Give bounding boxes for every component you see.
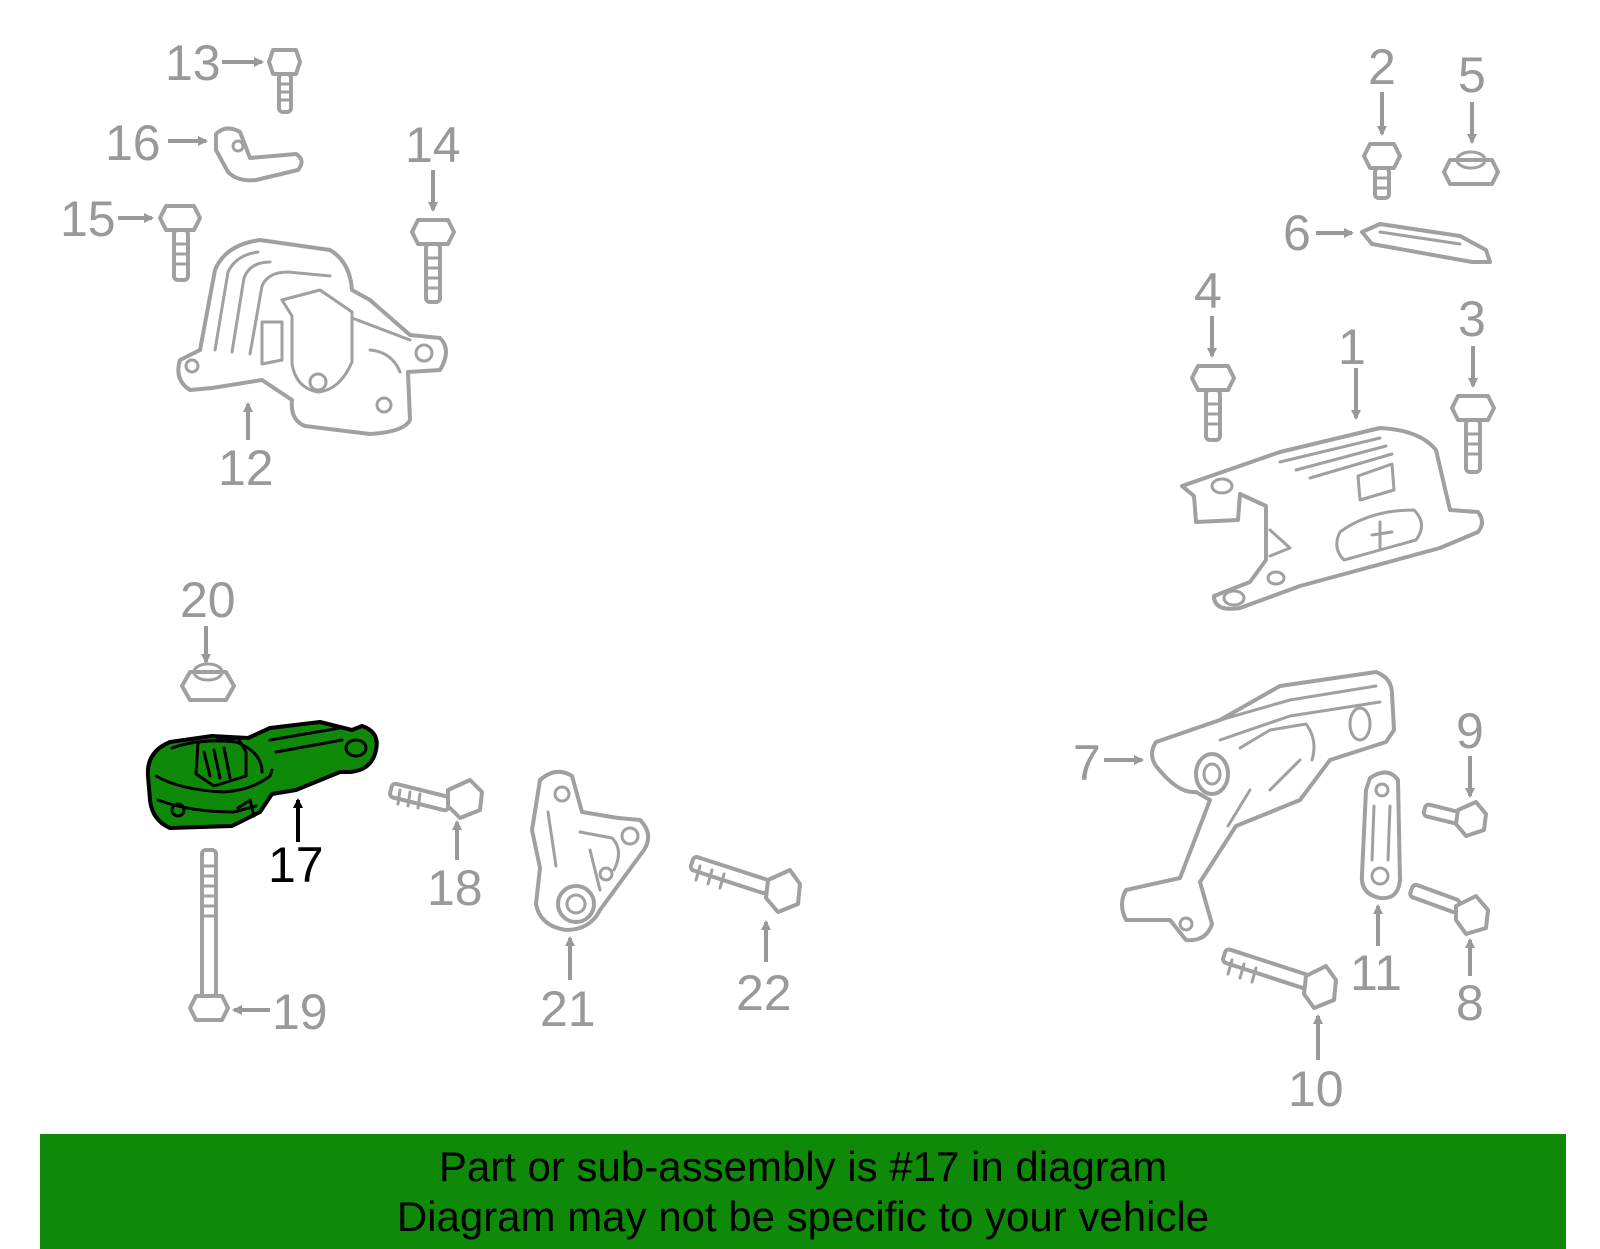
callout-6[interactable]: 6 [1283,205,1311,261]
callout-2[interactable]: 2 [1368,39,1396,95]
bolt-8[interactable] [1408,882,1490,936]
callout-15[interactable]: 15 [60,191,116,247]
callout-20[interactable]: 20 [180,572,236,628]
bracket-21[interactable] [530,769,651,932]
info-banner: Part or sub-assembly is #17 in diagram D… [40,1134,1566,1249]
engine-mount-1[interactable] [1180,426,1484,611]
callout-18[interactable]: 18 [427,860,483,916]
callout-21[interactable]: 21 [540,981,596,1037]
callout-5[interactable]: 5 [1458,47,1486,103]
callout-19[interactable]: 19 [272,984,328,1040]
callout-4[interactable]: 4 [1194,263,1222,319]
callout-14[interactable]: 14 [405,117,461,173]
stud-bolt-19[interactable] [188,848,230,1022]
callout-22[interactable]: 22 [736,965,792,1021]
bracket-16[interactable] [214,126,304,183]
banner-line-2: Diagram may not be specific to your vehi… [396,1193,1210,1240]
bolt-9[interactable] [1421,800,1488,838]
callout-17[interactable]: 17 [268,837,324,893]
callout-16[interactable]: 16 [105,115,161,171]
nut-20[interactable] [180,662,236,702]
bolt-18[interactable] [388,778,484,820]
bolt-2[interactable] [1362,142,1402,200]
bolt-15[interactable] [158,204,202,282]
callout-12[interactable]: 12 [218,440,274,496]
nut-5[interactable] [1442,150,1500,186]
bolt-13[interactable] [267,48,302,114]
callout-10[interactable]: 10 [1288,1061,1344,1117]
bolt-14[interactable] [410,218,456,304]
bolt-10[interactable] [1221,947,1338,1010]
strap-6[interactable] [1360,222,1492,264]
callout-1[interactable]: 1 [1338,319,1366,375]
bolt-3[interactable] [1450,394,1496,474]
callout-3[interactable]: 3 [1458,291,1486,347]
callout-11[interactable]: 11 [1350,945,1402,1001]
engine-mount-12[interactable] [176,238,448,436]
bolt-22[interactable] [688,855,802,914]
link-11[interactable] [1359,770,1402,901]
banner-line-1: Part or sub-assembly is #17 in diagram [438,1143,1168,1190]
callout-13[interactable]: 13 [165,35,221,91]
bracket-7[interactable] [1120,670,1396,943]
torque-strut-17[interactable] [145,720,379,830]
callout-9[interactable]: 9 [1456,703,1484,759]
callout-8[interactable]: 8 [1456,975,1484,1031]
bolt-4[interactable] [1190,364,1236,442]
callout-7[interactable]: 7 [1073,735,1101,791]
